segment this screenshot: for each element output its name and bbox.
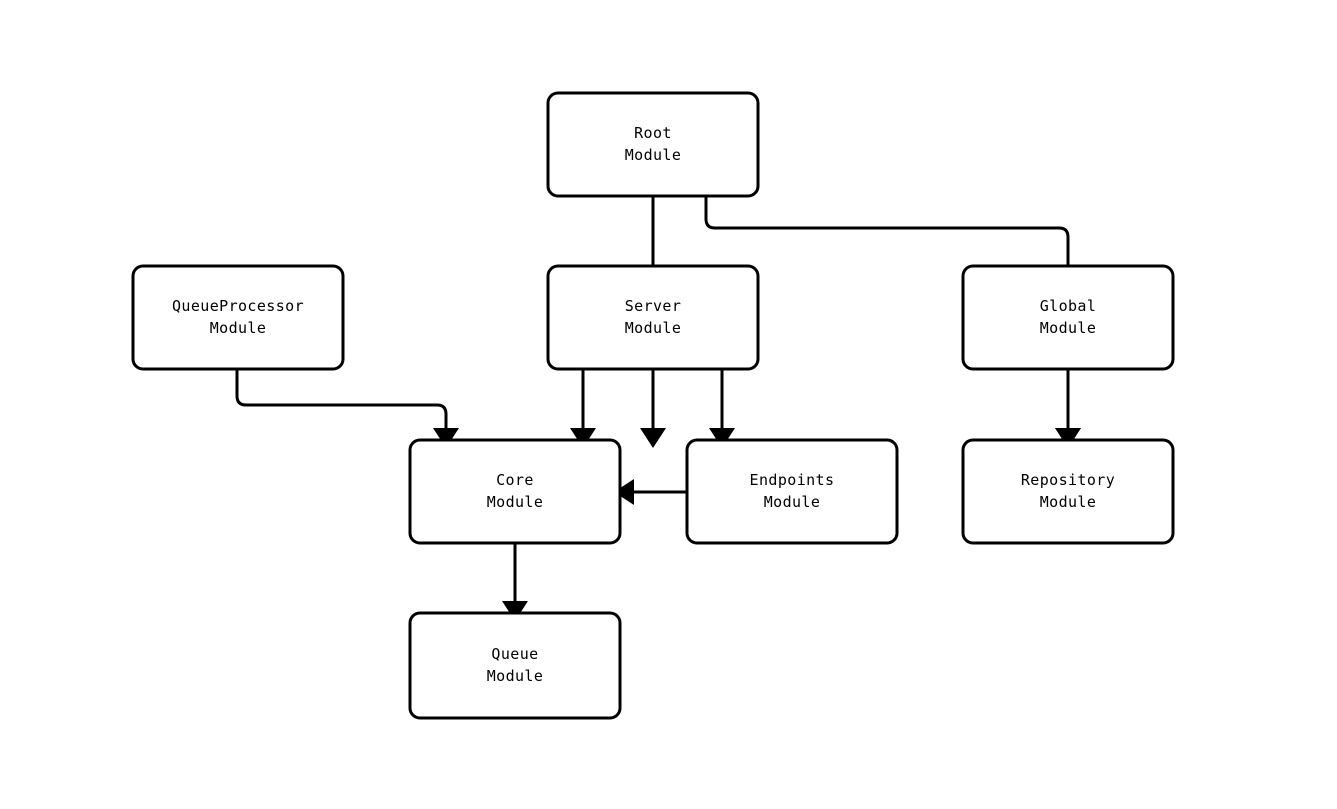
edge-endpoints-to-core [614,479,687,505]
nodes-layer: RootModuleQueueProcessorModuleServerModu… [131,91,1175,720]
edge-global-to-repository [1055,369,1081,448]
arrowhead-icon [502,601,528,621]
arrowhead-icon [640,428,666,448]
edge-server-to-core [570,369,596,448]
node-label-server-line2: Module [625,319,682,337]
node-box-global[interactable] [961,264,1175,371]
arrowhead-icon [1055,428,1081,448]
node-label-root-line1: Root [634,124,672,142]
arrowhead-icon [433,428,459,448]
node-box-endpoints[interactable] [685,438,899,545]
node-label-global-line2: Module [1040,319,1097,337]
edge-queueprocessor-to-core [235,369,459,448]
arrowhead-icon [570,428,596,448]
node-label-queue-line2: Module [487,667,544,685]
node-label-root-line2: Module [625,146,682,164]
arrowhead-icon [614,479,634,505]
node-label-server-line1: Server [625,297,682,315]
node-label-queueprocessor-line2: Module [210,319,267,337]
node-box-root[interactable] [546,91,760,198]
edge-line [235,369,448,430]
arrowhead-icon [709,428,735,448]
node-box-server[interactable] [546,264,760,371]
edge-line [704,196,1070,430]
node-label-repository-line1: Repository [1021,471,1115,489]
node-label-repository-line2: Module [1040,493,1097,511]
node-label-queueprocessor-line1: QueueProcessor [172,297,304,315]
node-box-core[interactable] [408,438,622,545]
node-label-core-line1: Core [496,471,534,489]
edge-server-to-endpoints [709,369,735,448]
edge-core-to-queue [502,543,528,621]
node-box-queueprocessor[interactable] [131,264,345,371]
node-label-core-line2: Module [487,493,544,511]
node-label-endpoints-line1: Endpoints [750,471,835,489]
node-box-repository[interactable] [961,438,1175,545]
node-label-global-line1: Global [1040,297,1097,315]
node-label-queue-line1: Queue [491,645,538,663]
node-box-queue[interactable] [408,611,622,720]
edges-layer [235,196,1081,621]
node-label-endpoints-line2: Module [764,493,821,511]
